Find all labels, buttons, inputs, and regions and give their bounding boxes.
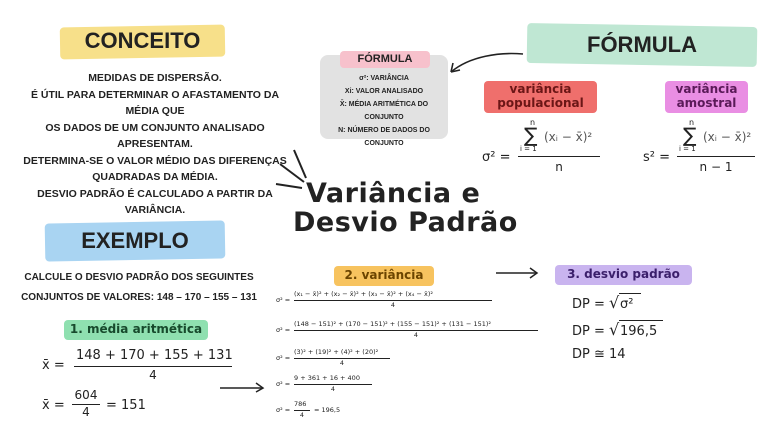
amo-fraction-bar <box>677 156 755 157</box>
amostral-highlight <box>665 81 748 113</box>
legend-items: σ²: VARIÂNCIA Xi: VALOR ANALISADO X̄: MÉ… <box>320 72 448 150</box>
mean2-denominator: 4 <box>82 405 90 419</box>
conceito-text: MEDIDAS DE DISPERSÃO. É ÚTIL PARA DETERM… <box>20 70 290 219</box>
amo-numerator: (xᵢ − x̄)² <box>703 130 752 144</box>
populacional-highlight <box>484 81 597 113</box>
mean2-result: = 151 <box>106 398 146 413</box>
dp-line1-lhs: DP = <box>572 297 605 312</box>
conceito-line: OS DADOS DE UM CONJUNTO ANALISADO APRESE… <box>45 121 265 151</box>
legend-item: Xi: VALOR ANALISADO <box>344 88 424 95</box>
amo-sum-bottom: i = 1 <box>679 145 696 153</box>
variance-row-den: 4 <box>413 331 419 339</box>
step2-highlight <box>334 266 434 286</box>
variance-row-tail: = 196,5 <box>314 406 341 414</box>
conceito-title: CONCEITO <box>84 28 201 53</box>
mean2-numerator: 604 <box>74 388 98 402</box>
variance-row-den: 4 <box>390 301 396 309</box>
exemplo-text: CALCULE O DESVIO PADRÃO DOS SEGUINTES CO… <box>20 268 258 308</box>
pop-numerator: (xᵢ − x̄)² <box>544 130 593 144</box>
variance-row-den: 4 <box>299 411 305 419</box>
exemplo-line: CONJUNTOS DE VALORES: 148 – 170 – 155 – … <box>21 292 257 303</box>
dp-line2-root-bar <box>619 320 663 321</box>
dp-line1-root-icon: √ <box>609 293 620 312</box>
variance-row-den: 4 <box>330 385 336 393</box>
mean-lhs: x̄ = <box>42 358 65 373</box>
dp-line3: DP ≅ 14 <box>572 347 626 362</box>
variance-row-num: (148 − 151)² + (170 − 151)² + (155 − 151… <box>294 320 492 328</box>
variance-row-bar <box>294 358 390 359</box>
conceito-line: MEDIDAS DE DISPERSÃO. <box>88 72 222 84</box>
variance-row-bar <box>294 300 492 301</box>
legend-item: N: NÚMERO DE DADOS DO CONJUNTO <box>338 127 430 147</box>
legend-title-highlight <box>340 51 430 68</box>
amo-denominator: n − 1 <box>699 160 733 174</box>
conceito-line: DETERMINA-SE O VALOR MÉDIO DAS DIFERENÇA… <box>23 154 287 167</box>
amo-sum-top: n <box>689 118 695 127</box>
pop-sum-symbol: ∑ <box>524 123 538 147</box>
variance-row-lhs: σ² = <box>276 380 291 388</box>
variance-row-num: (x₁ − x̄)² + (x₂ − x̄)² + (x₃ − x̄)² + (… <box>294 290 433 298</box>
pop-sum-top: n <box>530 118 536 127</box>
amostral-label: variância amostral <box>675 82 738 110</box>
conceito-line: QUADRADAS DA MÉDIA. <box>92 171 218 183</box>
conceito-line: DESVIO PADRÃO É CALCULADO A PARTIR DA VA… <box>37 187 273 217</box>
step3-highlight <box>555 265 692 285</box>
variance-row-bar <box>294 410 310 411</box>
legend-title: FÓRMULA <box>357 53 413 65</box>
variance-row-den: 4 <box>339 359 345 367</box>
arrow-right-icon <box>220 382 265 393</box>
legend-item: X̄: MÉDIA ARITMÉTICA DO CONJUNTO <box>339 101 429 121</box>
sparkle-lines-icon <box>275 149 307 189</box>
variance-row-num: 9 + 361 + 16 + 400 <box>294 374 360 382</box>
dp-line2-lhs: DP = <box>572 324 605 339</box>
step1-label: 1. média aritmética <box>69 322 203 336</box>
dp-line2-root-icon: √ <box>609 320 620 339</box>
step3-label: 3. desvio padrão <box>567 267 680 281</box>
step2-label: 2. variância <box>344 268 424 282</box>
variance-row-num: (3)² + (19)² + (4)² + (20)² <box>294 348 379 356</box>
variance-row-lhs: σ² = <box>276 406 291 414</box>
variance-row-lhs: σ² = <box>276 354 291 362</box>
populacional-label: variância populacional <box>497 82 584 110</box>
mean2-lhs: x̄ = <box>42 398 65 413</box>
formula-title: FÓRMULA <box>587 32 697 57</box>
arrow-right-icon <box>496 267 539 279</box>
variance-row-bar <box>294 330 538 331</box>
variance-row-bar <box>294 384 372 385</box>
main-title-line1: Variância e <box>306 178 481 209</box>
conceito-line: É ÚTIL PARA DETERMINAR O AFASTAMENTO DA … <box>30 88 280 118</box>
dp-line2-radicand: 196,5 <box>620 324 658 339</box>
pop-sum-bottom: i = 1 <box>520 145 537 153</box>
main-title-line2: Desvio Padrão <box>293 207 518 238</box>
legend-box <box>320 55 448 139</box>
step1-highlight <box>64 320 208 340</box>
variance-row-lhs: σ² = <box>276 296 291 304</box>
mean-fraction-bar <box>74 366 232 367</box>
variance-row-lhs: σ² = <box>276 326 291 334</box>
amo-formula-lhs: s² = <box>643 150 671 165</box>
variance-row-num: 786 <box>294 400 307 408</box>
exemplo-line: CALCULE O DESVIO PADRÃO DOS SEGUINTES <box>24 272 254 283</box>
curved-arrow-icon <box>450 52 524 73</box>
pop-denominator: n <box>555 160 563 174</box>
mean-denominator: 4 <box>149 368 157 382</box>
exemplo-title: EXEMPLO <box>81 228 189 253</box>
dp-line1-radicand: σ² <box>620 297 634 312</box>
amo-sum-symbol: ∑ <box>683 123 697 147</box>
pop-fraction-bar <box>518 156 600 157</box>
dp-line1-root-bar <box>619 293 641 294</box>
legend-item: σ²: VARIÂNCIA <box>359 75 409 82</box>
mean2-fraction-bar <box>72 404 100 405</box>
pop-formula-lhs: σ² = <box>482 150 511 165</box>
mean-numerator: 148 + 170 + 155 + 131 <box>76 348 233 363</box>
